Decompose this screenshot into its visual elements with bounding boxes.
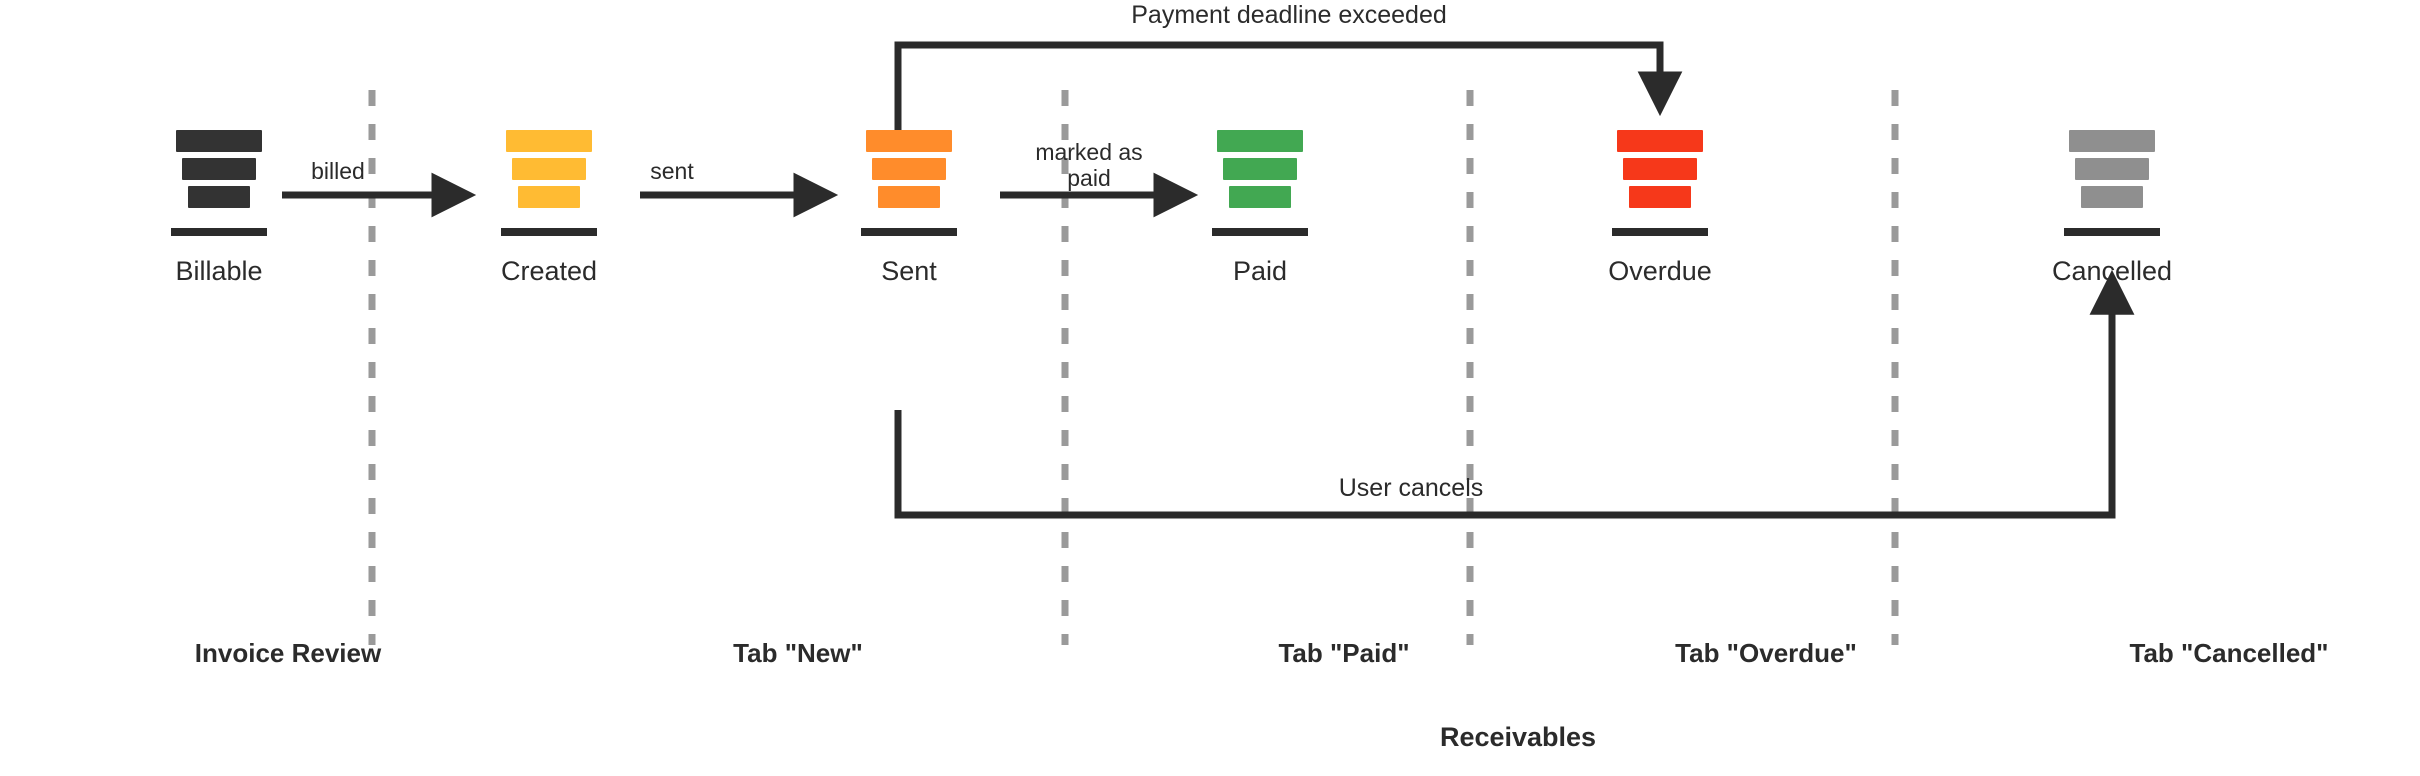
stacked-bars-icon-bar-3 xyxy=(188,186,250,208)
stacked-bars-icon-baseline xyxy=(501,228,597,236)
stacked-bars-icon xyxy=(2002,130,2222,242)
stacked-bars-icon-bar-3 xyxy=(1629,186,1691,208)
state-node-paid[interactable]: Paid xyxy=(1150,130,1370,285)
state-node-billable[interactable]: Billable xyxy=(109,130,329,285)
stacked-bars-icon-bar-1 xyxy=(866,130,952,152)
stacked-bars-icon-bar-1 xyxy=(2069,130,2155,152)
transition-label-sent: sent xyxy=(650,158,694,184)
stacked-bars-icon xyxy=(109,130,329,242)
state-node-created[interactable]: Created xyxy=(439,130,659,285)
edge-user-cancels xyxy=(894,269,2135,519)
stacked-bars-icon-bar-2 xyxy=(2075,158,2149,180)
state-node-cancelled[interactable]: Cancelled xyxy=(2002,130,2222,285)
stacked-bars-icon-bar-3 xyxy=(878,186,940,208)
state-label-billable: Billable xyxy=(175,256,263,286)
diagram-footer-label: Receivables xyxy=(1439,722,1597,752)
stacked-bars-icon-baseline xyxy=(1212,228,1308,236)
stacked-bars-icon-baseline xyxy=(2064,228,2160,236)
state-label-paid: Paid xyxy=(1232,256,1288,286)
stacked-bars-icon-bar-2 xyxy=(182,158,256,180)
stacked-bars-icon-baseline xyxy=(171,228,267,236)
lane-label-invoice-review: Invoice Review xyxy=(194,638,382,668)
stacked-bars-icon-bar-1 xyxy=(1217,130,1303,152)
stacked-bars-icon-bar-3 xyxy=(2081,186,2143,208)
stacked-bars-icon-baseline xyxy=(861,228,957,236)
stacked-bars-icon-bar-3 xyxy=(518,186,580,208)
stacked-bars-icon-bar-1 xyxy=(506,130,592,152)
stacked-bars-icon xyxy=(1150,130,1370,242)
state-label-overdue: Overdue xyxy=(1608,256,1712,286)
lane-label-tab-paid: Tab "Paid" xyxy=(1278,638,1410,668)
stacked-bars-icon-bar-1 xyxy=(176,130,262,152)
lane-label-tab-new: Tab "New" xyxy=(733,638,863,668)
state-node-sent[interactable]: Sent xyxy=(799,130,1019,285)
lane-label-tab-cancelled: Tab "Cancelled" xyxy=(2129,638,2329,668)
state-label-created: Created xyxy=(500,256,598,286)
transition-label-user-cancels: User cancels xyxy=(1338,474,1484,502)
state-label-sent: Sent xyxy=(881,256,937,286)
stacked-bars-icon-bar-2 xyxy=(512,158,586,180)
transition-label-billed: billed xyxy=(311,158,365,184)
stacked-bars-icon-bar-2 xyxy=(872,158,946,180)
transition-label-payment-deadline-exceeded: Payment deadline exceeded xyxy=(1131,1,1447,29)
stacked-bars-icon xyxy=(439,130,659,242)
stacked-bars-icon-bar-2 xyxy=(1623,158,1697,180)
stacked-bars-icon-bar-2 xyxy=(1223,158,1297,180)
state-node-overdue[interactable]: Overdue xyxy=(1550,130,1770,285)
transition-label-marked-as-paid: marked as paid xyxy=(1035,139,1143,192)
stacked-bars-icon xyxy=(1550,130,1770,242)
stacked-bars-icon-bar-1 xyxy=(1617,130,1703,152)
stacked-bars-icon-bar-3 xyxy=(1229,186,1291,208)
state-label-cancelled: Cancelled xyxy=(2051,256,2173,286)
stacked-bars-icon-baseline xyxy=(1612,228,1708,236)
lane-label-tab-overdue: Tab "Overdue" xyxy=(1675,638,1857,668)
stacked-bars-icon xyxy=(799,130,1019,242)
